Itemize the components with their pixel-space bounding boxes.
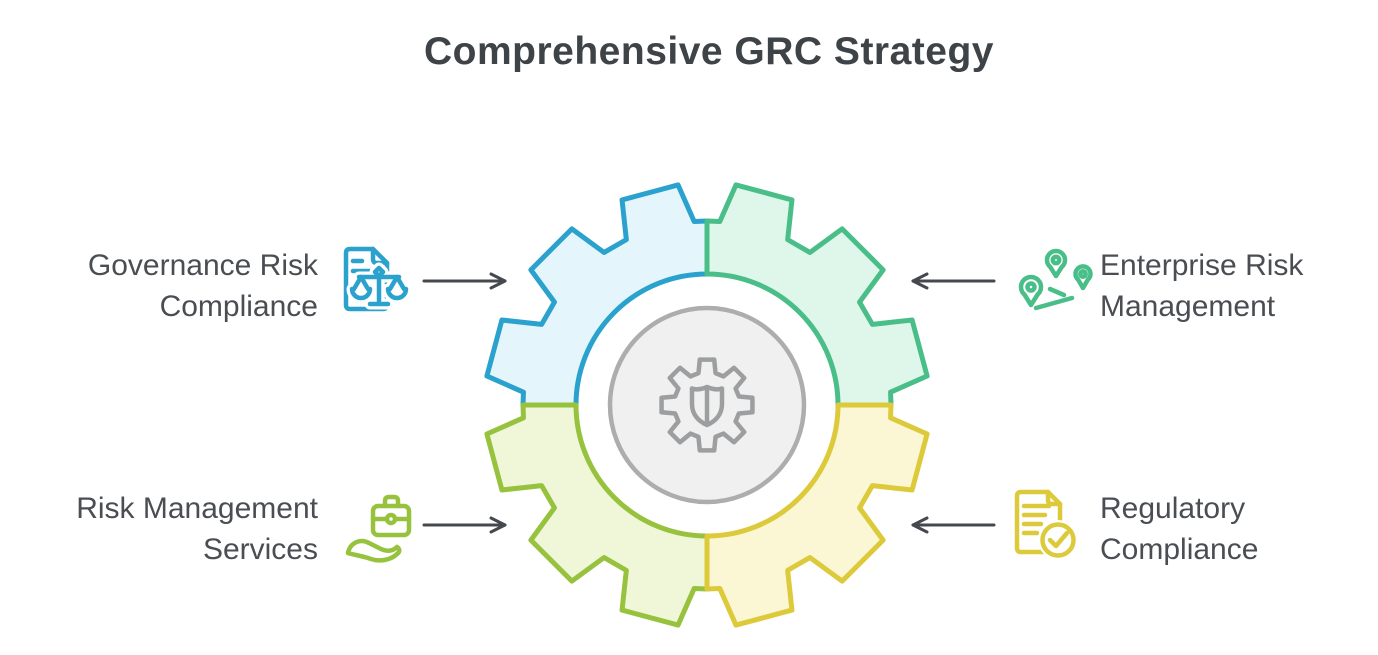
gear-quadrant-regulatory-compliance	[704, 402, 930, 628]
document-scales-icon	[333, 243, 413, 323]
gear-shield-icon	[659, 357, 755, 453]
hand-briefcase-icon	[344, 487, 424, 567]
label-regulatory-compliance: Regulatory Compliance	[1100, 492, 1259, 566]
gear-quadrant-risk-management-services	[484, 402, 710, 628]
arrow-risk-services-to-gear	[422, 516, 507, 534]
gear-quadrant-enterprise-risk-management	[704, 182, 930, 408]
arrow-enterprise-to-gear	[911, 272, 996, 290]
label-governance-risk-compliance: Governance Risk Compliance	[87, 249, 318, 323]
gear-quadrant-governance-risk-compliance	[484, 182, 710, 408]
grc-gear-diagram	[484, 182, 930, 628]
document-check-icon	[1004, 486, 1084, 566]
label-risk-management-services: Risk Management Services	[76, 492, 318, 566]
arrow-governance-to-gear	[422, 272, 507, 290]
label-enterprise-risk-management: Enterprise Risk Management	[1100, 249, 1304, 323]
arrow-regulatory-to-gear	[911, 516, 996, 534]
map-pins-icon	[1014, 243, 1094, 323]
page-title: Comprehensive GRC Strategy	[424, 30, 994, 73]
